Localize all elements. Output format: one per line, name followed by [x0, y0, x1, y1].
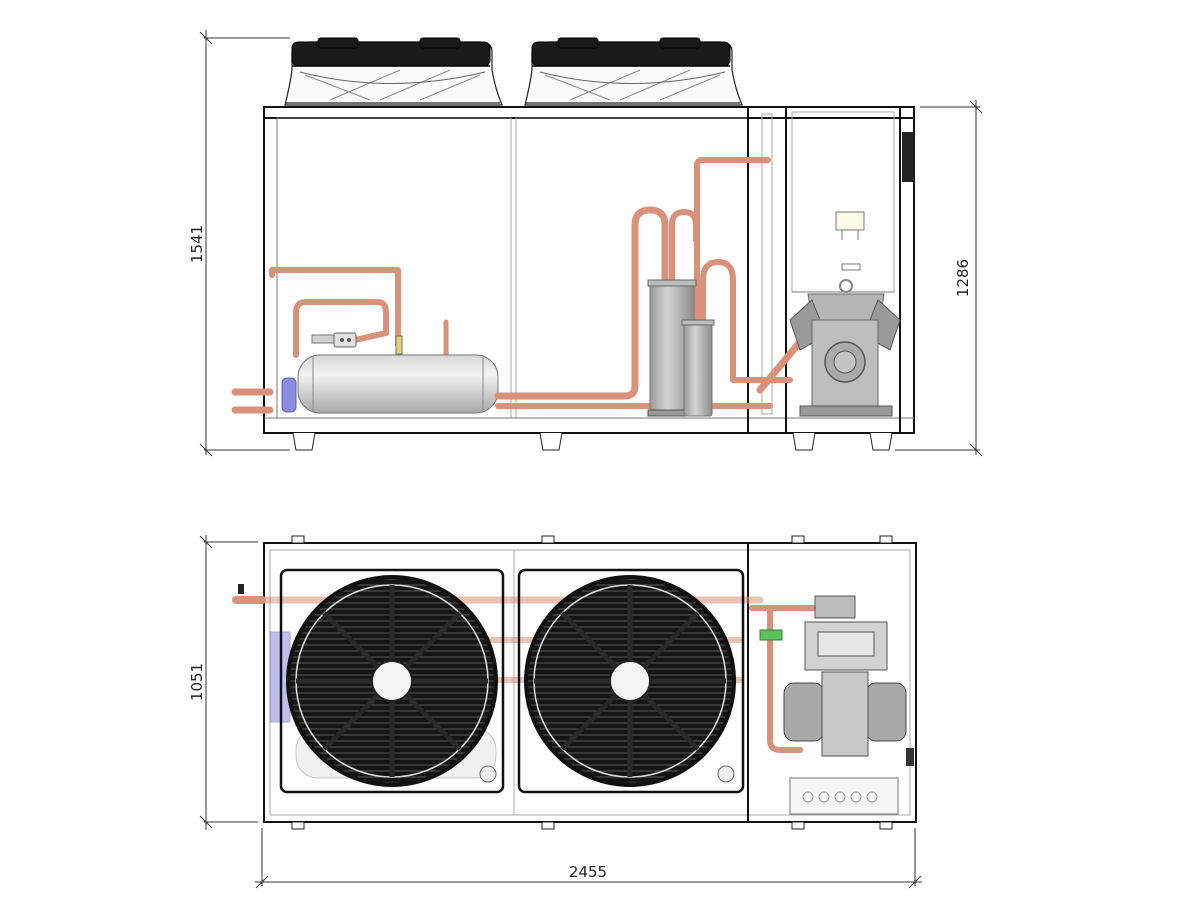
fan-right-top: [517, 568, 745, 794]
dimension-depth: 1051: [188, 663, 206, 701]
terminal-box: [789, 777, 899, 815]
sight-glass: [759, 629, 783, 641]
feet-front: [292, 432, 893, 451]
compressor-front: [789, 279, 901, 417]
dimension-casing-height: 1286: [954, 259, 972, 297]
dimension-overall-height: 1541: [188, 225, 206, 263]
suction-accumulator: [681, 319, 715, 417]
fan-hood-left: [284, 37, 503, 106]
front-elevation: [231, 37, 915, 451]
casing-top: [263, 542, 917, 823]
dimension-lines: [199, 30, 983, 889]
dimension-length: 2455: [569, 863, 607, 881]
fan-left-top: [279, 568, 505, 794]
pipework-left: [231, 267, 449, 414]
lifting-lugs: [291, 535, 893, 830]
pipe-cap: [238, 584, 244, 594]
electrical-panel: [835, 132, 914, 271]
oil-separator: [647, 279, 697, 417]
liquid-receiver: [281, 335, 499, 414]
top-view: [232, 535, 917, 830]
compressor-top: [749, 595, 914, 815]
fan-hood-right: [524, 37, 743, 106]
expansion-valve: [311, 332, 357, 348]
